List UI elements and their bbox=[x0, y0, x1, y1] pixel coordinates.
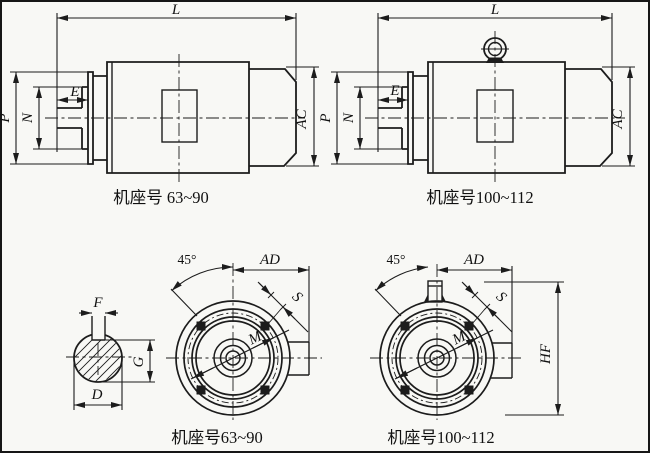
flange-circle-3 bbox=[191, 316, 275, 400]
lifting-stud bbox=[427, 280, 443, 303]
dim-label-AD: AD bbox=[259, 252, 280, 268]
flange-circle-3 bbox=[395, 316, 479, 400]
bolt-hole bbox=[464, 385, 474, 395]
bolt-hole bbox=[464, 321, 474, 331]
dim-label-N: N bbox=[341, 112, 357, 124]
caption-frame-100-112: 机座号100~112 bbox=[426, 188, 533, 207]
motor-outline bbox=[57, 61, 297, 174]
bolt-pitch-circle bbox=[391, 312, 483, 404]
dim-arrow-S bbox=[282, 306, 296, 320]
lifting-eye-base bbox=[486, 57, 504, 63]
side-view-63-90: L E P N AC 机座号 63~90 bbox=[0, 2, 319, 207]
flange-circle-2 bbox=[387, 308, 487, 408]
dim-label-E: E bbox=[69, 84, 79, 100]
shaft-section-view: F G D bbox=[66, 295, 155, 410]
dim-label-AC: AC bbox=[294, 108, 310, 129]
dim-label-P: P bbox=[0, 113, 13, 123]
dim-label-F: F bbox=[92, 295, 103, 311]
hatching bbox=[75, 335, 121, 381]
shaft-end-circle bbox=[429, 350, 445, 366]
bolt-hole bbox=[400, 385, 410, 395]
dim-arrow-S bbox=[462, 282, 476, 296]
keyway-clear bbox=[92, 329, 105, 340]
terminal-box bbox=[476, 89, 514, 143]
dim-label-45deg: 45° bbox=[387, 252, 406, 267]
centerlines bbox=[45, 54, 305, 182]
dim-arrow-M bbox=[396, 367, 418, 379]
flange-outer-circle bbox=[379, 300, 495, 416]
dim-arrow-M bbox=[192, 367, 214, 379]
bolt-hole bbox=[400, 321, 410, 331]
dim-label-45deg: 45° bbox=[178, 252, 197, 267]
dim-arrow-S bbox=[258, 282, 272, 296]
lifting-stud-feet bbox=[424, 294, 446, 302]
shaft-end-circle bbox=[225, 350, 241, 366]
dim-arrow-M bbox=[252, 337, 274, 349]
dim-label-S: S bbox=[493, 289, 510, 306]
angle-arc bbox=[171, 263, 234, 292]
flange-outer-circle bbox=[175, 300, 291, 416]
extension-lines-HF bbox=[484, 281, 564, 416]
spigot-circle bbox=[195, 320, 271, 396]
dim-label-N: N bbox=[20, 112, 36, 124]
hatch-lines bbox=[75, 335, 121, 381]
dim-arrow-S bbox=[486, 306, 500, 320]
angle-arc bbox=[375, 265, 429, 292]
spigot-circle bbox=[399, 320, 475, 396]
hub-circle-2 bbox=[423, 344, 451, 372]
dim-label-P: P bbox=[318, 113, 334, 123]
front-view-100-112: AD 45° M S HF 机座号100~112 bbox=[370, 252, 564, 447]
terminal-box-end bbox=[490, 342, 513, 379]
terminal-box-end bbox=[288, 341, 310, 376]
extension-lines bbox=[73, 339, 155, 410]
dim-label-S: S bbox=[289, 289, 306, 306]
bolt-hole bbox=[196, 385, 206, 395]
dim-label-D: D bbox=[91, 387, 103, 403]
dim-label-L: L bbox=[490, 2, 499, 18]
dim-ticks-S bbox=[471, 291, 491, 325]
hub-circle bbox=[417, 338, 457, 378]
dim-label-AC: AC bbox=[610, 108, 626, 129]
dim-label-G: G bbox=[131, 356, 147, 367]
dim-ticks-S bbox=[267, 291, 287, 325]
centerlines bbox=[365, 31, 625, 182]
hub-circle bbox=[213, 338, 253, 378]
bolt-pitch-circle bbox=[187, 312, 279, 404]
bolt-hole bbox=[260, 321, 270, 331]
dim-label-AD: AD bbox=[463, 252, 484, 268]
angle-radial-line bbox=[374, 288, 402, 317]
flange-circle-2 bbox=[183, 308, 283, 408]
centerlines bbox=[66, 343, 133, 375]
caption-frame-63-90: 机座号 63~90 bbox=[113, 188, 209, 207]
angle-radial-line bbox=[170, 288, 198, 317]
terminal-box bbox=[161, 89, 198, 143]
side-view-100-112: L E P N AC 机座号100~112 bbox=[318, 2, 635, 207]
hub-circle-2 bbox=[219, 344, 247, 372]
caption-frame-100-112: 机座号100~112 bbox=[387, 428, 494, 447]
dim-label-HF: HF bbox=[538, 343, 554, 365]
keyway-slot bbox=[91, 316, 106, 341]
bolt-hole bbox=[260, 385, 270, 395]
dim-label-L: L bbox=[171, 2, 180, 18]
dim-label-E: E bbox=[389, 83, 399, 99]
caption-frame-63-90: 机座号63~90 bbox=[171, 428, 262, 447]
bolt-hole bbox=[196, 321, 206, 331]
dim-arrow-M bbox=[456, 337, 478, 349]
extension-lines bbox=[331, 13, 635, 167]
front-view-63-90: AD 45° M S 机座号63~90 bbox=[166, 252, 322, 447]
